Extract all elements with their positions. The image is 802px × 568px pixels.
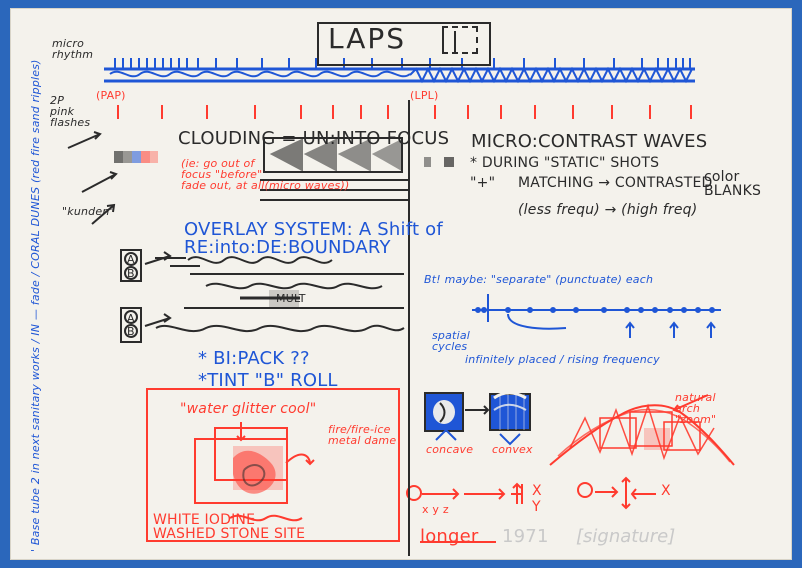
clouding-heading: CLOUDING = UN:INTO FOCUS (178, 130, 449, 148)
label-a-top: A (127, 254, 135, 265)
title: LAPS (328, 25, 406, 53)
sheet-canvas: LAPS micro rhythm 2P pink flashes "kunde… (10, 8, 792, 560)
fire-ice-note: fire/fire-ice metal dame (328, 424, 396, 446)
artist-signature: [signature] (576, 526, 675, 547)
micro-contrast-sketch (424, 157, 454, 167)
overlay-title: OVERLAY SYSTEM: A Shift of RE:into:DE:BO… (184, 221, 443, 257)
tint-roll: *TINT "B" ROLL (198, 372, 338, 390)
x-label-right: X (661, 484, 671, 498)
mult-label: MULT (276, 293, 306, 304)
center-divider (408, 100, 410, 556)
water-glitter-note: "water glitter cool" (180, 402, 316, 416)
matching-note: MATCHING → CONTRASTED (518, 176, 713, 190)
maybe-note: Bt! maybe: "separate" (punctuate) each (424, 274, 653, 285)
kunden-note: "kunden" (62, 206, 115, 217)
plus-note: "+" (470, 176, 495, 190)
left-vertical-note: ' Base tube 2 in next sanitary works / I… (30, 59, 41, 552)
convex-label: convex (492, 444, 533, 455)
spatial-cycles-timeline (472, 294, 721, 338)
micro-rhythm-note: micro rhythm (52, 38, 93, 60)
color-blanks: color BLANKS (704, 170, 761, 198)
natural-arch-note: natural arch "zoom" (675, 392, 716, 425)
sketch-layer (10, 8, 792, 560)
during-static-note: * DURING "STATIC" SHOTS (470, 156, 659, 170)
x-label: X (532, 484, 542, 498)
paper-sheet: LAPS micro rhythm 2P pink flashes "kunde… (10, 8, 792, 560)
bi-pack: * BI:PACK ?? (198, 350, 310, 368)
spatial-cycles-note: spatial cycles (432, 330, 470, 352)
clouding-note: (ie: go out of focus "before" fade out, … (181, 158, 349, 191)
swatch (114, 151, 158, 163)
xyz-label: x y z (422, 504, 449, 515)
label-a-bottom: A (127, 313, 135, 324)
micro-contrast-heading: MICRO:CONTRAST WAVES (471, 133, 707, 151)
label-b-top: B (127, 268, 135, 279)
label-b-bottom: B (127, 326, 135, 337)
infinitely-note: infinitely placed / rising frequency (465, 354, 660, 365)
concave-label: concave (426, 444, 473, 455)
year-label: 1971 (502, 528, 549, 546)
pap-marker: (PAP) (96, 90, 126, 101)
concave-convex-icons (425, 393, 530, 444)
lpl-marker: (LPL) (410, 90, 438, 101)
white-iodine-note: WHITE IODINE WASHED STONE SITE (153, 513, 305, 541)
y-label: Y (532, 500, 541, 514)
longer-label: longer (420, 528, 479, 546)
frequency-note: (less frequ) → (high freq) (518, 203, 697, 217)
red-tick-row (118, 105, 691, 119)
overlay-drawings (121, 250, 404, 342)
pink-flashes-note: 2P pink flashes (50, 95, 90, 128)
title-dashed-box (442, 26, 478, 54)
